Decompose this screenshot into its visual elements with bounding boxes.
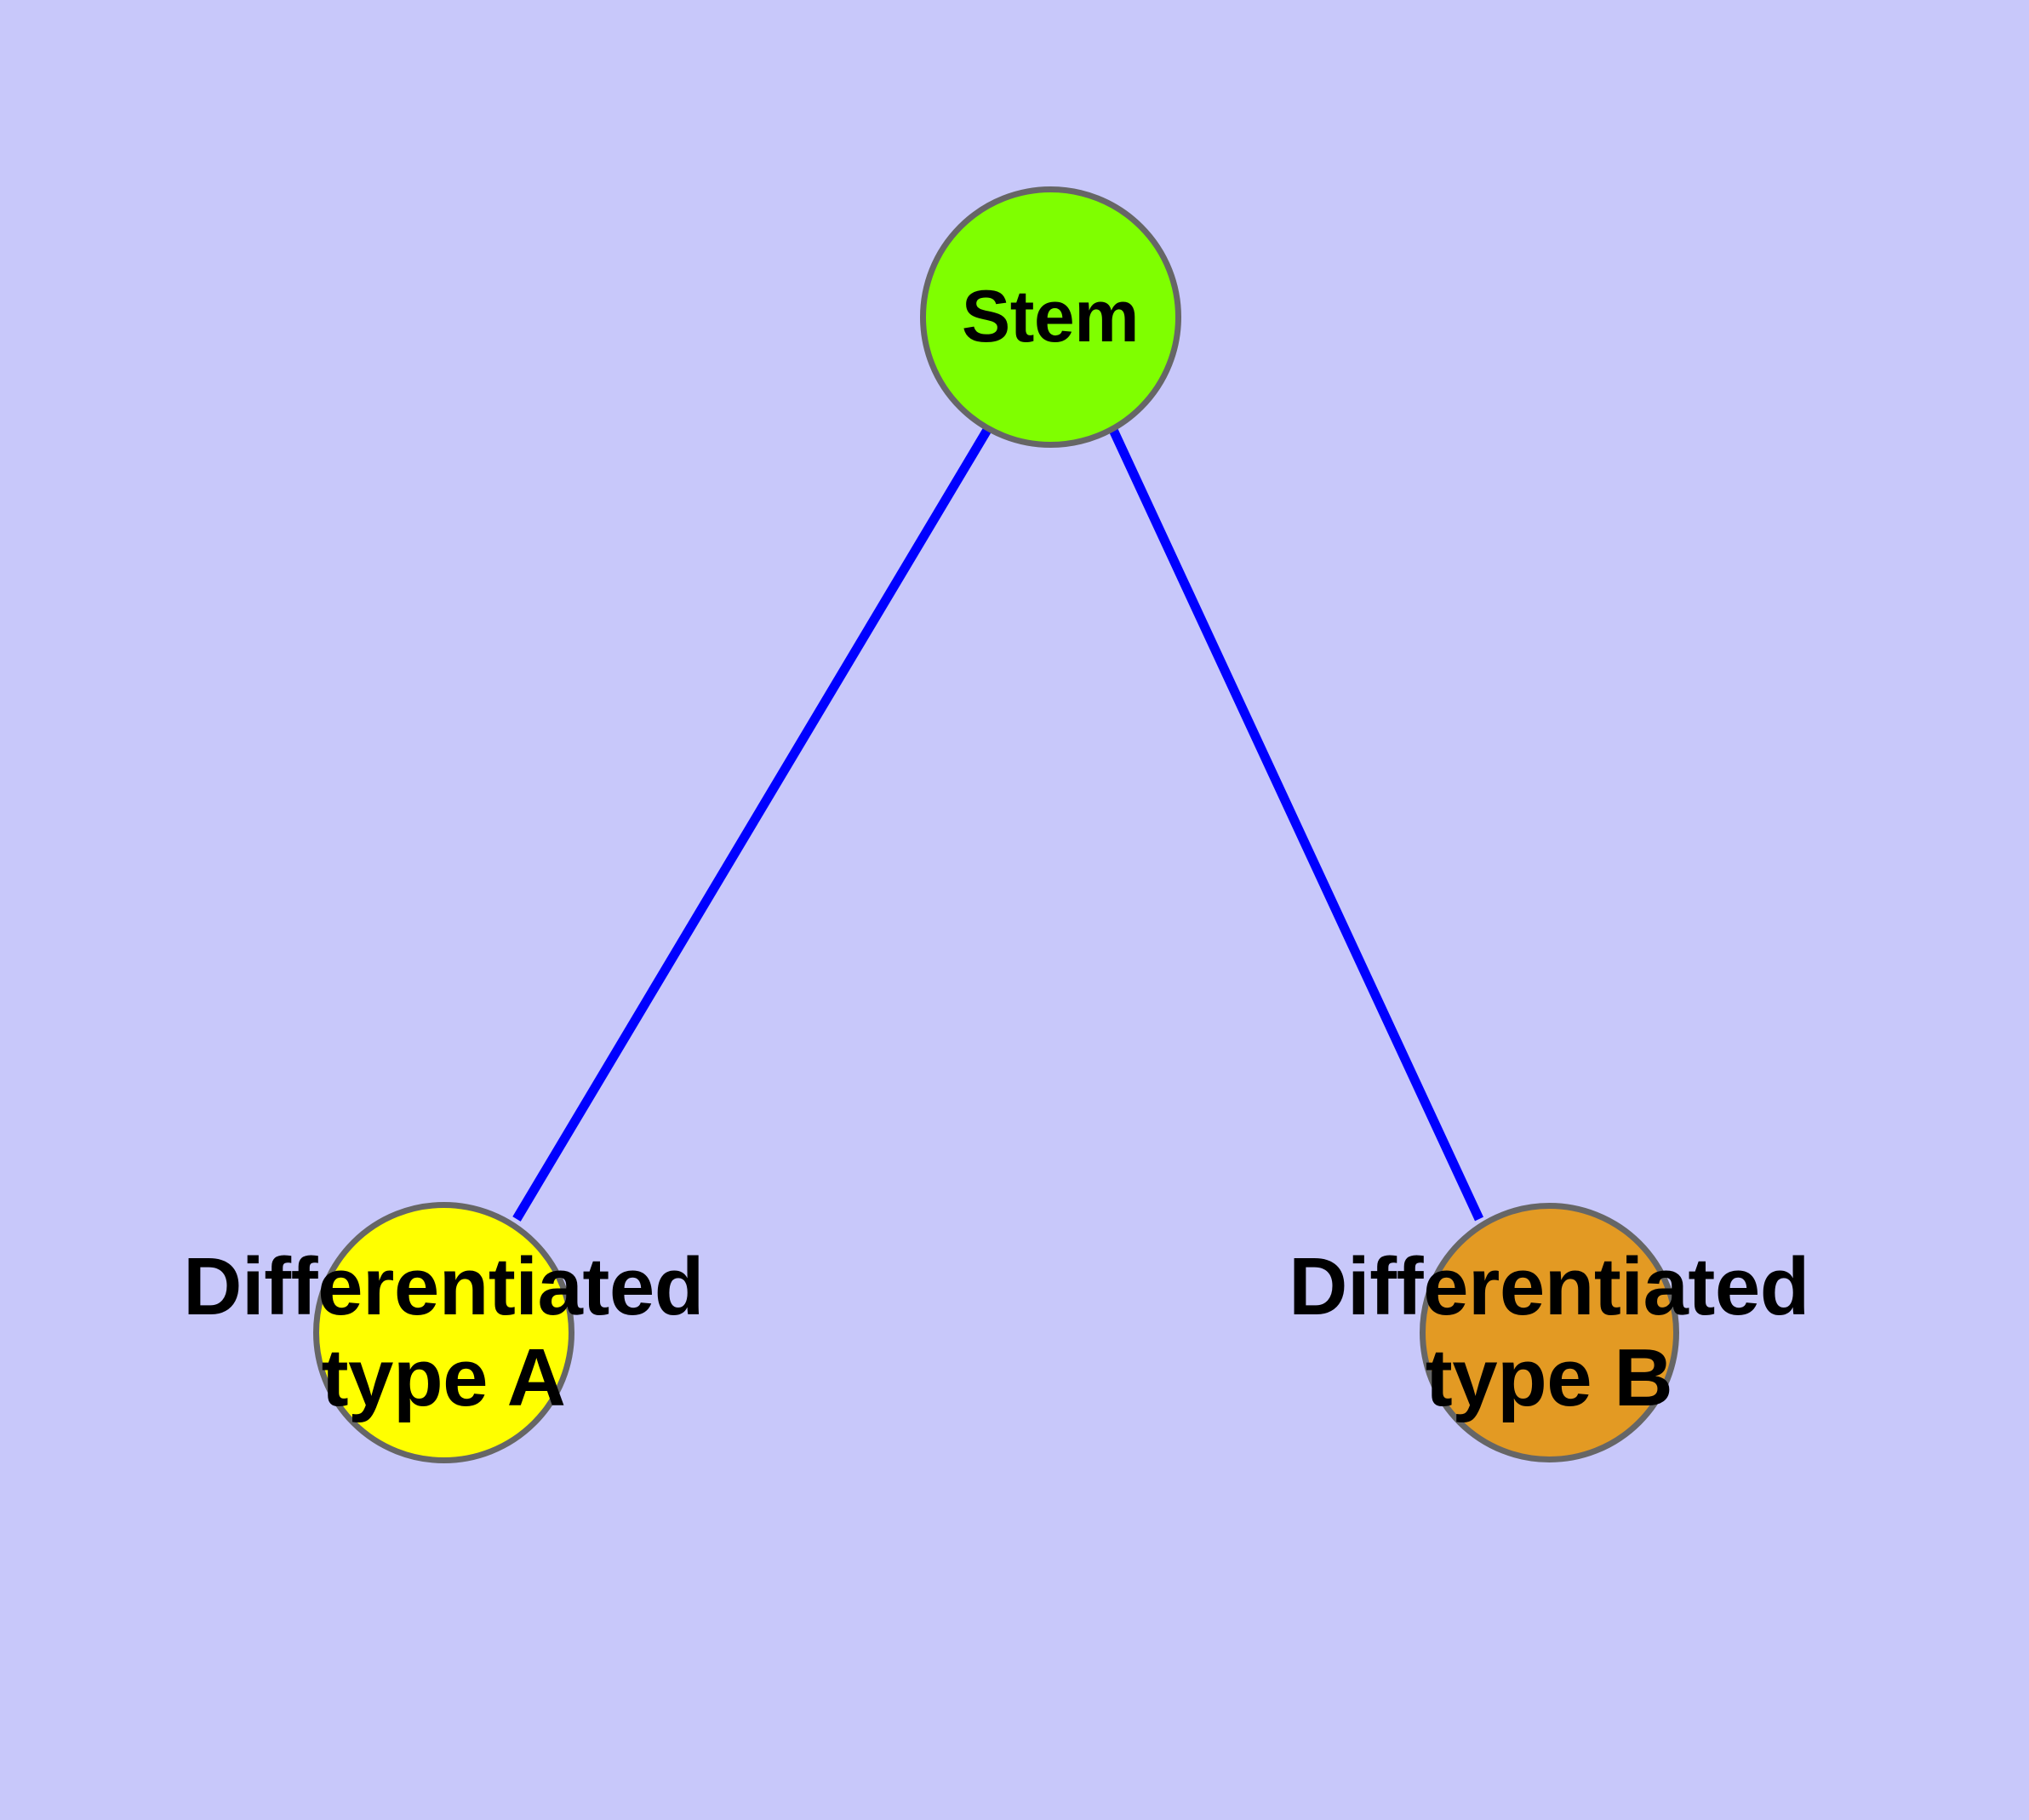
- edge-stem-to-type-b[interactable]: [1109, 427, 1483, 1222]
- edge-stem-to-type-a[interactable]: [512, 427, 992, 1222]
- node-differentiated-type-a[interactable]: [312, 1201, 574, 1463]
- node-differentiated-type-b[interactable]: [1419, 1202, 1679, 1462]
- node-stem[interactable]: [919, 186, 1181, 448]
